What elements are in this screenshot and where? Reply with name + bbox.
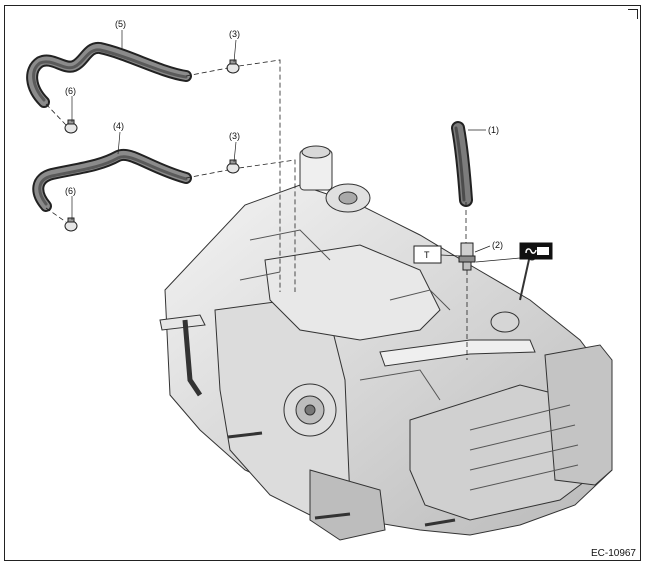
hose-5 bbox=[26, 41, 192, 108]
torque-box: T bbox=[413, 245, 442, 264]
sealant-icon bbox=[519, 242, 553, 260]
clamp-6-lower bbox=[64, 217, 78, 232]
assembly-lines bbox=[45, 59, 468, 360]
clamp-3-upper bbox=[226, 59, 240, 74]
frame-corner-mark bbox=[628, 9, 638, 19]
callout-2: (2) bbox=[492, 240, 503, 250]
hose-1 bbox=[451, 121, 473, 207]
torque-box-label: T bbox=[424, 250, 430, 260]
callout-3-lower: (3) bbox=[229, 131, 240, 141]
pcv-fitting-2 bbox=[458, 242, 476, 271]
reference-code: EC-10967 bbox=[590, 548, 636, 559]
leader-lines bbox=[71, 30, 521, 263]
hose-4 bbox=[32, 148, 192, 212]
callout-6-lower: (6) bbox=[65, 186, 76, 196]
callout-5: (5) bbox=[115, 19, 126, 29]
callout-6-upper: (6) bbox=[65, 86, 76, 96]
callout-4: (4) bbox=[113, 121, 124, 131]
callout-3-upper: (3) bbox=[229, 29, 240, 39]
callout-1: (1) bbox=[488, 125, 499, 135]
engine-block bbox=[159, 145, 613, 541]
clamp-6-upper bbox=[64, 119, 78, 134]
clamp-3-lower bbox=[226, 159, 240, 174]
